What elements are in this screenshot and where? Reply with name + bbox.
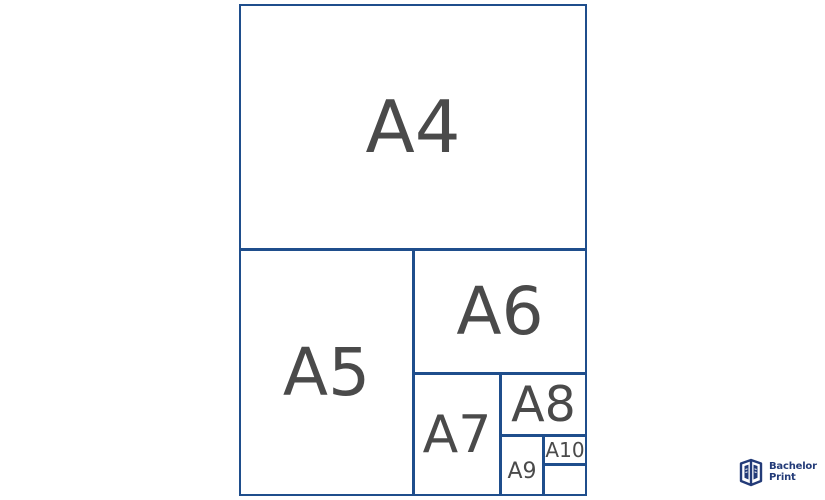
a8-label: A8 (511, 376, 576, 433)
a5-sheet: A5 (239, 249, 414, 496)
a6-label: A6 (456, 272, 544, 350)
a8-sheet: A8 (500, 373, 587, 436)
a5-label: A5 (282, 333, 371, 411)
a10-sheet: A10 (543, 435, 587, 465)
brand-line-2: Print (769, 471, 796, 483)
a9-label: A9 (507, 458, 537, 484)
book-icon (739, 458, 763, 487)
a9-sheet: A9 (500, 435, 544, 496)
a7-sheet: A7 (413, 373, 501, 496)
a4-sheet: A4 (239, 4, 587, 250)
small-sheet-cell (543, 464, 587, 496)
a4-label: A4 (365, 85, 461, 169)
brand-line-1: Bachelor (769, 460, 817, 472)
brand-name: Bachelor Print (769, 460, 817, 483)
brand-logo: Bachelor Print (737, 455, 823, 489)
a7-label: A7 (422, 404, 492, 465)
a6-sheet: A6 (413, 249, 587, 374)
a10-label: A10 (545, 438, 585, 462)
